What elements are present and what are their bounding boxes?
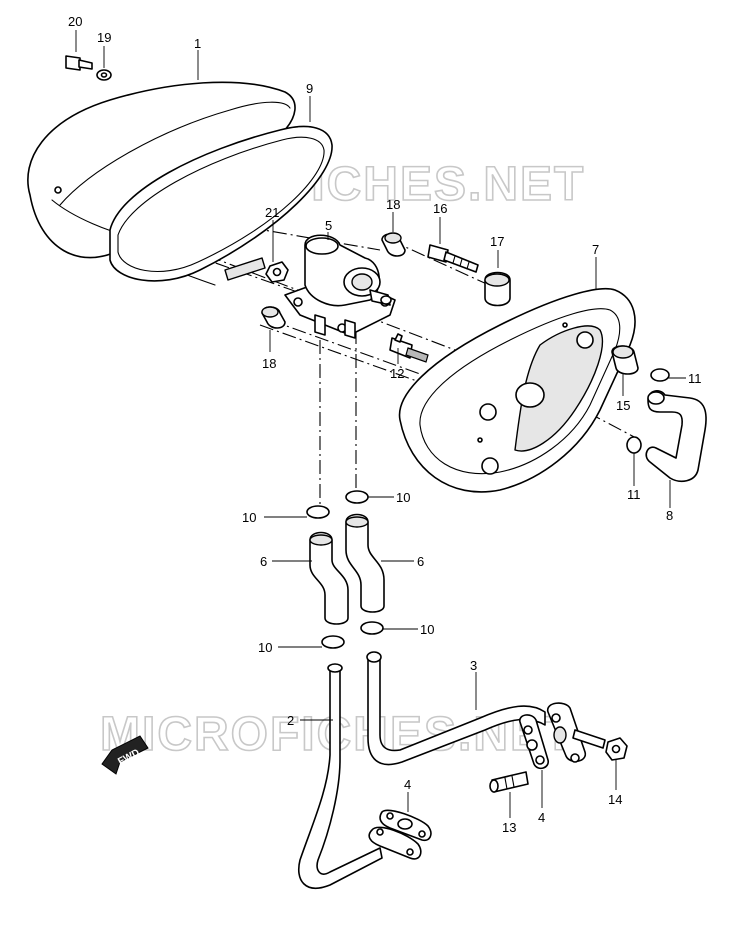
washer-part-19 bbox=[96, 69, 112, 81]
nut-part-21 bbox=[265, 261, 289, 283]
grommet-part-15 bbox=[611, 345, 639, 375]
clamp-part-10-b bbox=[306, 505, 330, 519]
flange-part-2-end bbox=[368, 826, 422, 860]
callout-1: 1 bbox=[194, 36, 201, 51]
bolt-part-16 bbox=[427, 244, 479, 273]
callout-8: 8 bbox=[666, 508, 673, 523]
switch-part-12 bbox=[389, 333, 429, 363]
grommet-part-18-lower bbox=[261, 306, 286, 329]
callout-10-b: 10 bbox=[242, 510, 256, 525]
callout-11-upper: 11 bbox=[688, 371, 702, 386]
clamp-part-11-upper bbox=[650, 368, 670, 382]
pipe-part-3 bbox=[366, 651, 546, 766]
insulator-strip bbox=[224, 257, 266, 281]
callout-4-right: 4 bbox=[538, 810, 545, 825]
callouts: 1 9 20 19 21 5 18 16 17 7 18 12 15 11 11… bbox=[68, 14, 702, 835]
callout-3: 3 bbox=[470, 658, 477, 673]
callout-21: 21 bbox=[265, 205, 279, 220]
bracket-plate-part-7 bbox=[398, 287, 636, 493]
callout-2: 2 bbox=[287, 713, 294, 728]
callout-5: 5 bbox=[325, 218, 332, 233]
callout-13: 13 bbox=[502, 820, 516, 835]
callout-9: 9 bbox=[306, 81, 313, 96]
callout-12: 12 bbox=[390, 366, 404, 381]
leader-lines bbox=[75, 30, 686, 818]
callout-18-upper: 18 bbox=[386, 197, 400, 212]
callout-6-right: 6 bbox=[417, 554, 424, 569]
seal-ring-part-9 bbox=[109, 125, 333, 282]
clamp-part-10-c bbox=[360, 621, 384, 635]
hose-part-8 bbox=[645, 390, 707, 483]
callout-20: 20 bbox=[68, 14, 82, 29]
callout-14: 14 bbox=[608, 792, 622, 807]
clamp-part-10-a bbox=[345, 490, 369, 504]
callout-16: 16 bbox=[433, 201, 447, 216]
callout-11-lower: 11 bbox=[627, 487, 641, 502]
bolt-part-20 bbox=[65, 55, 93, 71]
callout-6-left: 6 bbox=[260, 554, 267, 569]
collar-part-17 bbox=[484, 271, 511, 307]
callout-18-lower: 18 bbox=[262, 356, 276, 371]
clamp-part-11-lower bbox=[626, 436, 642, 454]
callout-7: 7 bbox=[592, 242, 599, 257]
flange-part-3-end bbox=[547, 702, 606, 763]
stud-part-13 bbox=[489, 771, 529, 793]
pipe-part-2 bbox=[298, 663, 383, 889]
valve-assembly-part-5 bbox=[284, 234, 396, 339]
callout-10-a: 10 bbox=[396, 490, 410, 505]
callout-10-d: 10 bbox=[258, 640, 272, 655]
callout-17: 17 bbox=[490, 234, 504, 249]
gasket-part-4-lower bbox=[379, 809, 432, 842]
hose-part-6-left bbox=[309, 531, 349, 625]
cover-part-1 bbox=[27, 81, 296, 286]
callout-10-c: 10 bbox=[420, 622, 434, 637]
grommet-part-18-upper bbox=[381, 232, 406, 257]
callout-15: 15 bbox=[616, 398, 630, 413]
clamp-part-10-d bbox=[321, 635, 345, 649]
callout-19: 19 bbox=[97, 30, 111, 45]
callout-4-lower: 4 bbox=[404, 777, 411, 792]
gasket-part-4-right bbox=[519, 714, 549, 770]
nut-part-14 bbox=[605, 737, 628, 761]
hose-part-6-right bbox=[345, 513, 385, 613]
